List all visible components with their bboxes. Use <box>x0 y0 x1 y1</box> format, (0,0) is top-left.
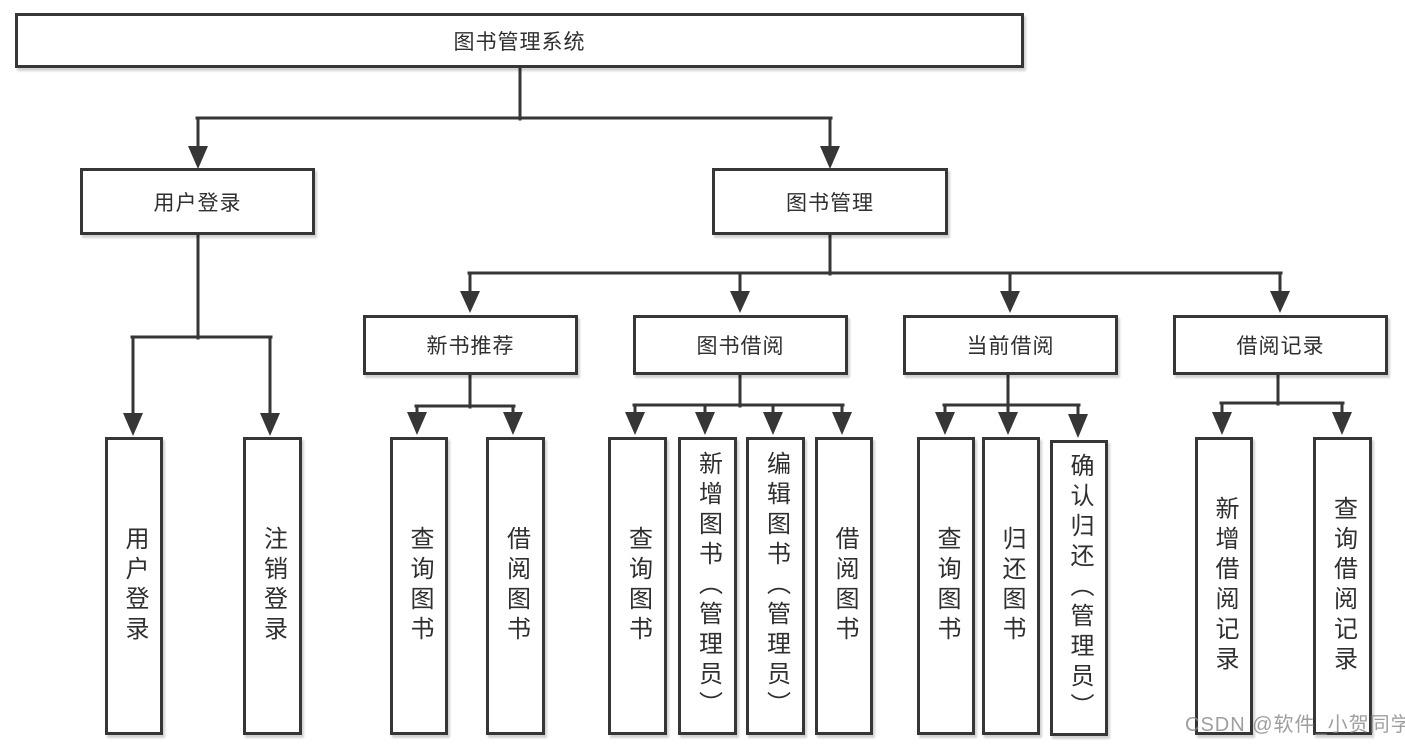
csdn-watermark: CSDN @软件_小贺同学 <box>1185 714 1405 736</box>
leaf-query-books-current: 查询图书 <box>917 437 975 735</box>
node-book-borrowing: 图书借阅 <box>633 315 848 375</box>
leaf-logout-label: 注销登录 <box>259 526 287 646</box>
node-user-login-label: 用户登录 <box>153 191 242 215</box>
leaf-add-books-admin-label: 新增图书（管理员） <box>694 451 722 721</box>
leaf-query-books-recommend: 查询图书 <box>390 437 448 735</box>
node-new-book-recommendation: 新书推荐 <box>363 315 578 375</box>
leaf-query-borrow-record: 查询借阅记录 <box>1313 437 1372 735</box>
node-current-borrowing-label: 当前借阅 <box>966 335 1055 358</box>
leaf-confirm-return-admin: 确认归还（管理员） <box>1050 440 1108 736</box>
leaf-borrow-books-borrow: 借阅图书 <box>815 437 873 735</box>
node-book-management-label: 图书管理 <box>786 191 874 215</box>
leaf-edit-books-admin: 编辑图书（管理员） <box>746 437 805 735</box>
leaf-query-books-current-label: 查询图书 <box>933 526 960 646</box>
leaf-borrow-books-recommend: 借阅图书 <box>486 437 545 735</box>
leaf-borrow-books-recommend-label: 借阅图书 <box>502 526 530 646</box>
leaf-return-books: 归还图书 <box>982 437 1040 735</box>
root-node-book-management-system: 图书管理系统 <box>15 13 1024 68</box>
leaf-query-books-borrow: 查询图书 <box>608 437 667 735</box>
node-borrowing-records: 借阅记录 <box>1173 315 1388 375</box>
leaf-borrow-books-borrow-label: 借阅图书 <box>831 526 858 646</box>
leaf-edit-books-admin-label: 编辑图书（管理员） <box>762 451 790 721</box>
node-new-book-recommendation-label: 新书推荐 <box>426 335 515 358</box>
leaf-confirm-return-admin-label: 确认归还（管理员） <box>1066 453 1093 723</box>
node-book-management: 图书管理 <box>712 168 948 235</box>
leaf-add-borrow-record-label: 新增借阅记录 <box>1211 496 1238 676</box>
node-current-borrowing: 当前借阅 <box>903 315 1118 375</box>
root-node-label: 图书管理系统 <box>453 30 586 54</box>
leaf-query-books-borrow-label: 查询图书 <box>624 526 652 646</box>
leaf-add-books-admin: 新增图书（管理员） <box>678 437 737 735</box>
leaf-user-login: 用户登录 <box>105 437 163 735</box>
leaf-query-books-recommend-label: 查询图书 <box>406 526 433 646</box>
node-user-login: 用户登录 <box>80 168 315 235</box>
leaf-return-books-label: 归还图书 <box>998 526 1025 646</box>
leaf-user-login-label: 用户登录 <box>121 526 148 646</box>
node-borrowing-records-label: 借阅记录 <box>1236 335 1325 358</box>
leaf-add-borrow-record: 新增借阅记录 <box>1195 437 1253 735</box>
leaf-logout: 注销登录 <box>243 437 302 735</box>
leaf-query-borrow-record-label: 查询借阅记录 <box>1329 496 1357 676</box>
node-book-borrowing-label: 图书借阅 <box>696 335 785 358</box>
